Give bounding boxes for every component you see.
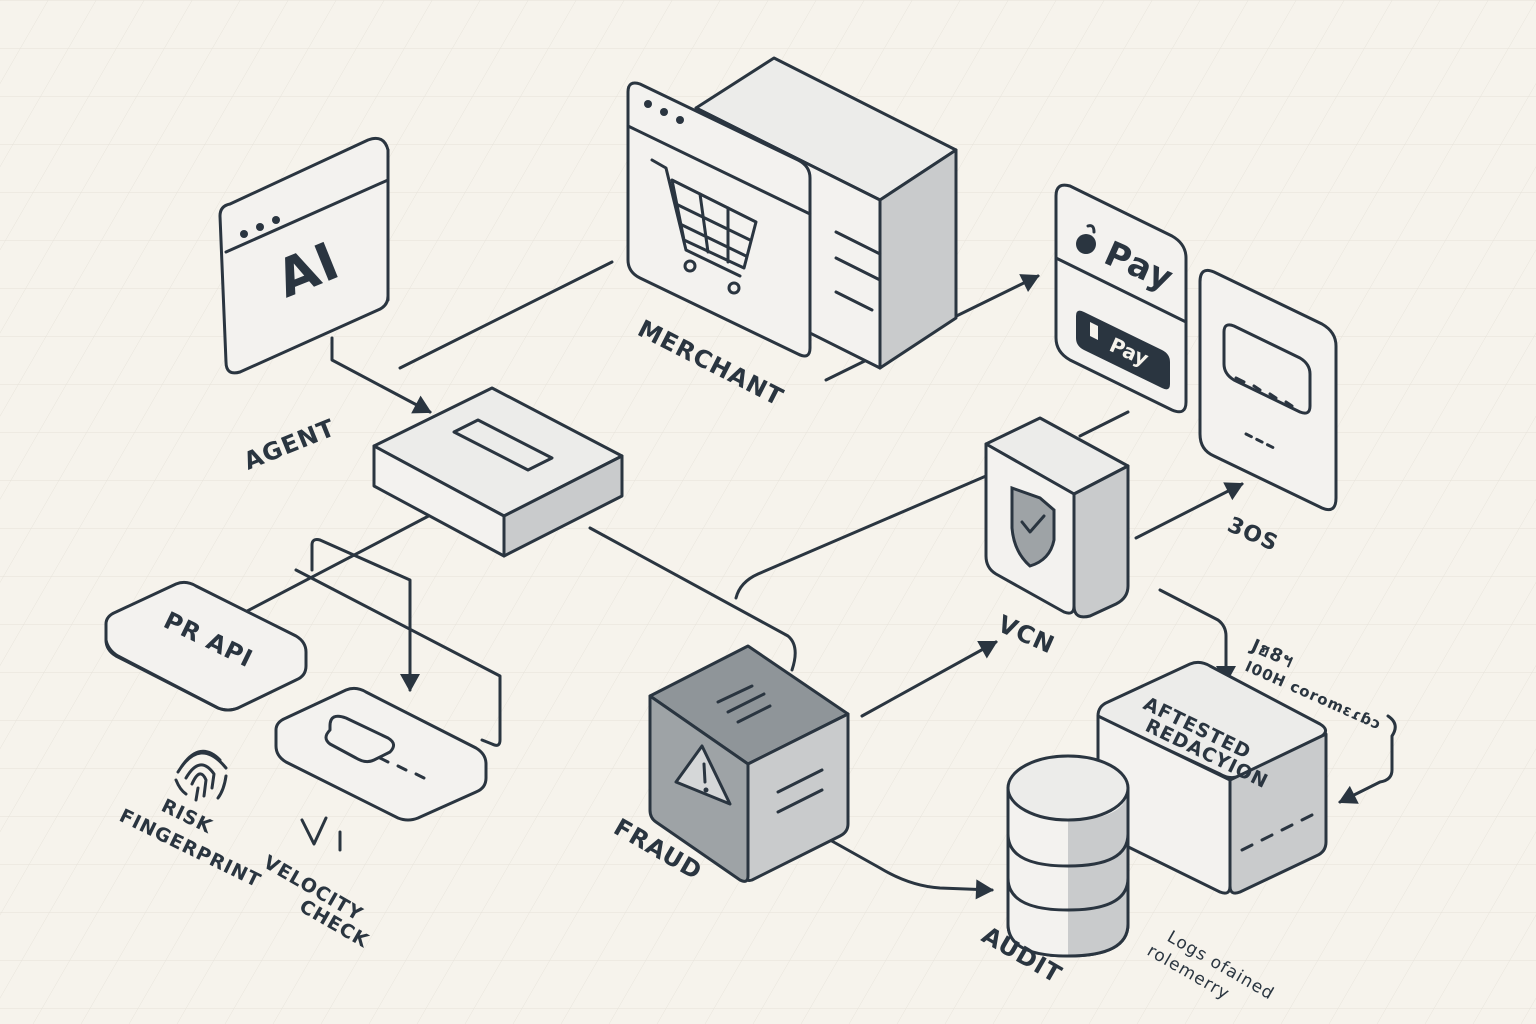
arrow-agent-to-gateway [330, 336, 432, 414]
vcn-node: VCN [984, 416, 1130, 660]
window-dot-icon [272, 216, 280, 224]
gateway-slot [452, 418, 554, 472]
window-dot-icon [256, 223, 264, 231]
window-dot-icon [676, 116, 684, 124]
google-pay-icon [1090, 322, 1098, 340]
arrow-gateway-to-velocity [310, 538, 420, 692]
merchant-node: MERCHANT [626, 56, 958, 412]
database-icon [1006, 754, 1130, 958]
fraud-node: FRAUD [609, 644, 850, 886]
line-vcn-to-applepay [1078, 410, 1130, 438]
line-gateway-to-fraud [588, 526, 797, 672]
line-fraud-to-vcn [734, 474, 988, 600]
arrow-fraud-to-audit [828, 838, 994, 900]
window-dot-icon [240, 230, 248, 238]
warning-icon [674, 744, 732, 806]
line-prapi-to-velocity [294, 568, 502, 747]
arrow-vcn-to-3ds [1134, 482, 1244, 540]
shopping-cart-icon [650, 158, 758, 295]
agent-node: AI AGENT [218, 136, 390, 476]
arrow-vcn-to-redaction [1158, 588, 1236, 684]
audit-node: AUDIT [977, 754, 1130, 989]
line-gateway-to-merchant [398, 260, 614, 370]
pr-api-node: PR API [104, 580, 308, 712]
arrow-note-to-redaction [1338, 714, 1397, 804]
wallet-card: Pay Pay [1054, 183, 1188, 414]
fingerprint-icon [174, 749, 228, 802]
checkmark-icon [300, 816, 342, 852]
merchant-browser-window [626, 81, 812, 358]
window-dot-icon [644, 100, 652, 108]
apple-logo-icon [1076, 224, 1096, 254]
velocity-card-node [274, 686, 488, 822]
line-gateway-to-prapi [228, 508, 442, 622]
window-dot-icon [660, 108, 668, 116]
gateway-node [372, 386, 624, 558]
redaction-node: AFTESTED REDACYION [1096, 660, 1328, 895]
arrow-fraud-to-vcn [860, 640, 998, 718]
